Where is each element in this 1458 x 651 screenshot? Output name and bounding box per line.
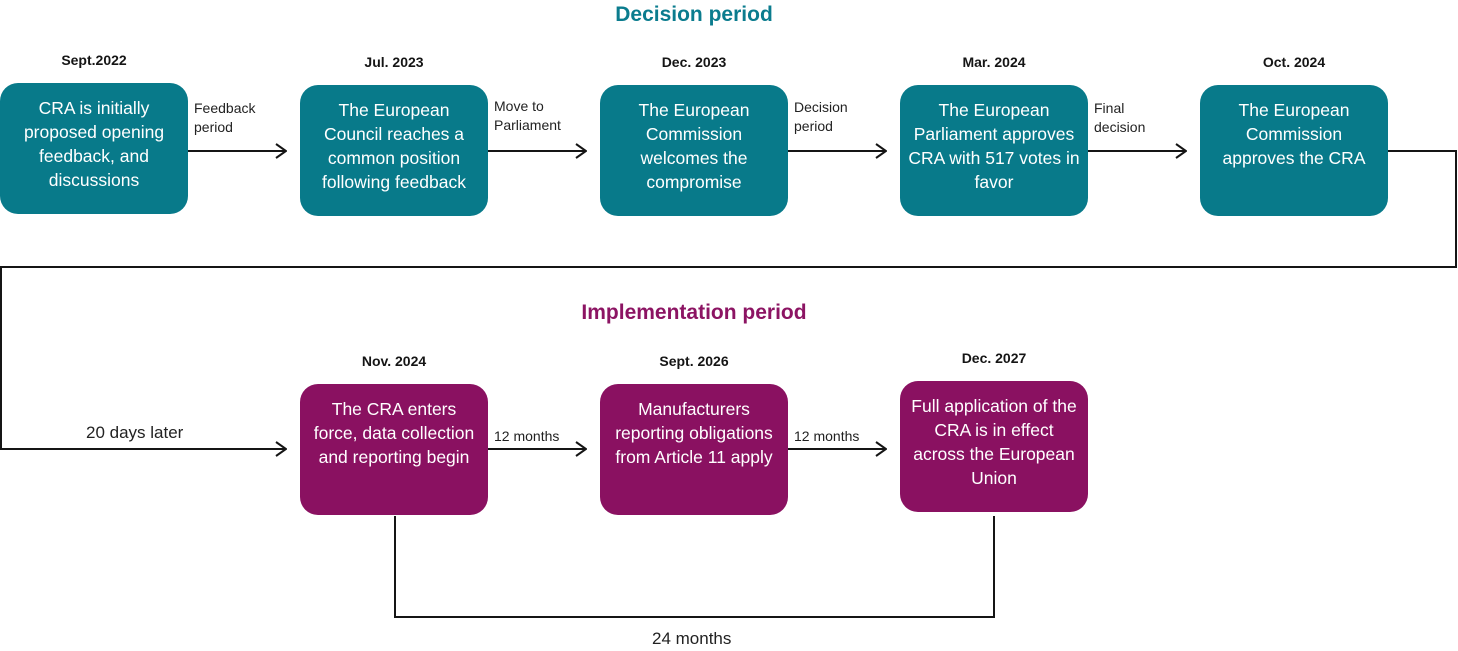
implementation-period-title: Implementation period	[581, 301, 807, 324]
step-jul-2023: Jul. 2023 The European Council reaches a…	[300, 51, 488, 216]
step-date: Mar. 2024	[962, 54, 1026, 70]
step-date: Nov. 2024	[361, 353, 427, 369]
step-box: Manufacturers reporting obligations from…	[600, 384, 788, 515]
step-box: The European Commission welcomes the com…	[600, 85, 788, 216]
step-box: CRA is initially proposed opening feedba…	[0, 83, 188, 214]
edge-label-line: period	[794, 118, 833, 134]
edge-label-24-months: 24 months	[652, 629, 732, 648]
edge-label-decision-period: Decision period	[794, 98, 848, 136]
edge-label-line: Parliament	[494, 117, 561, 133]
edge-label-move-to-parliament: Move to Parliament	[494, 97, 561, 135]
edge-label-line: Move to	[494, 98, 544, 114]
step-mar-2024: Mar. 2024 The European Parliament approv…	[900, 51, 1088, 216]
step-box: The European Council reaches a common po…	[300, 85, 488, 216]
step-oct-2024: Oct. 2024 The European Commission approv…	[1200, 51, 1388, 216]
step-date: Dec. 2023	[661, 54, 727, 70]
step-dec-2027: Dec. 2027 Full application of the CRA is…	[900, 347, 1088, 512]
step-date: Jul. 2023	[364, 54, 424, 70]
edge-label-feedback-period: Feedback period	[194, 99, 255, 137]
step-date: Oct. 2024	[1262, 54, 1326, 70]
step-sept-2022: Sept.2022 CRA is initially proposed open…	[0, 49, 188, 214]
step-date: Dec. 2027	[961, 350, 1027, 366]
edge-label-20-days-later: 20 days later	[86, 423, 184, 442]
step-sept-2026: Sept. 2026 Manufacturers reporting oblig…	[600, 350, 788, 515]
step-box: Full application of the CRA is in effect…	[900, 381, 1088, 512]
decision-period-title: Decision period	[615, 3, 773, 26]
edge-label-final-decision: Final decision	[1094, 99, 1145, 137]
step-date: Sept. 2026	[659, 353, 729, 369]
edge-label-12-months-first: 12 months	[494, 428, 560, 444]
step-box: The CRA enters force, data collection an…	[300, 384, 488, 515]
bracket-24-months	[394, 516, 995, 618]
connector-decision-to-implementation	[0, 150, 1457, 449]
edge-label-line: Feedback	[194, 100, 256, 116]
edge-label-line: period	[194, 119, 233, 135]
edge-label-line: decision	[1094, 119, 1146, 135]
step-box: The European Parliament approves CRA wit…	[900, 85, 1088, 216]
step-nov-2024: Nov. 2024 The CRA enters force, data col…	[300, 350, 488, 515]
edge-label-line: Final	[1094, 100, 1125, 116]
step-box: The European Commission approves the CRA	[1200, 85, 1388, 216]
edge-label-12-months-second: 12 months	[794, 428, 860, 444]
step-date: Sept.2022	[61, 52, 127, 68]
step-dec-2023: Dec. 2023 The European Commission welcom…	[600, 51, 788, 216]
edge-label-line: Decision	[794, 99, 848, 115]
